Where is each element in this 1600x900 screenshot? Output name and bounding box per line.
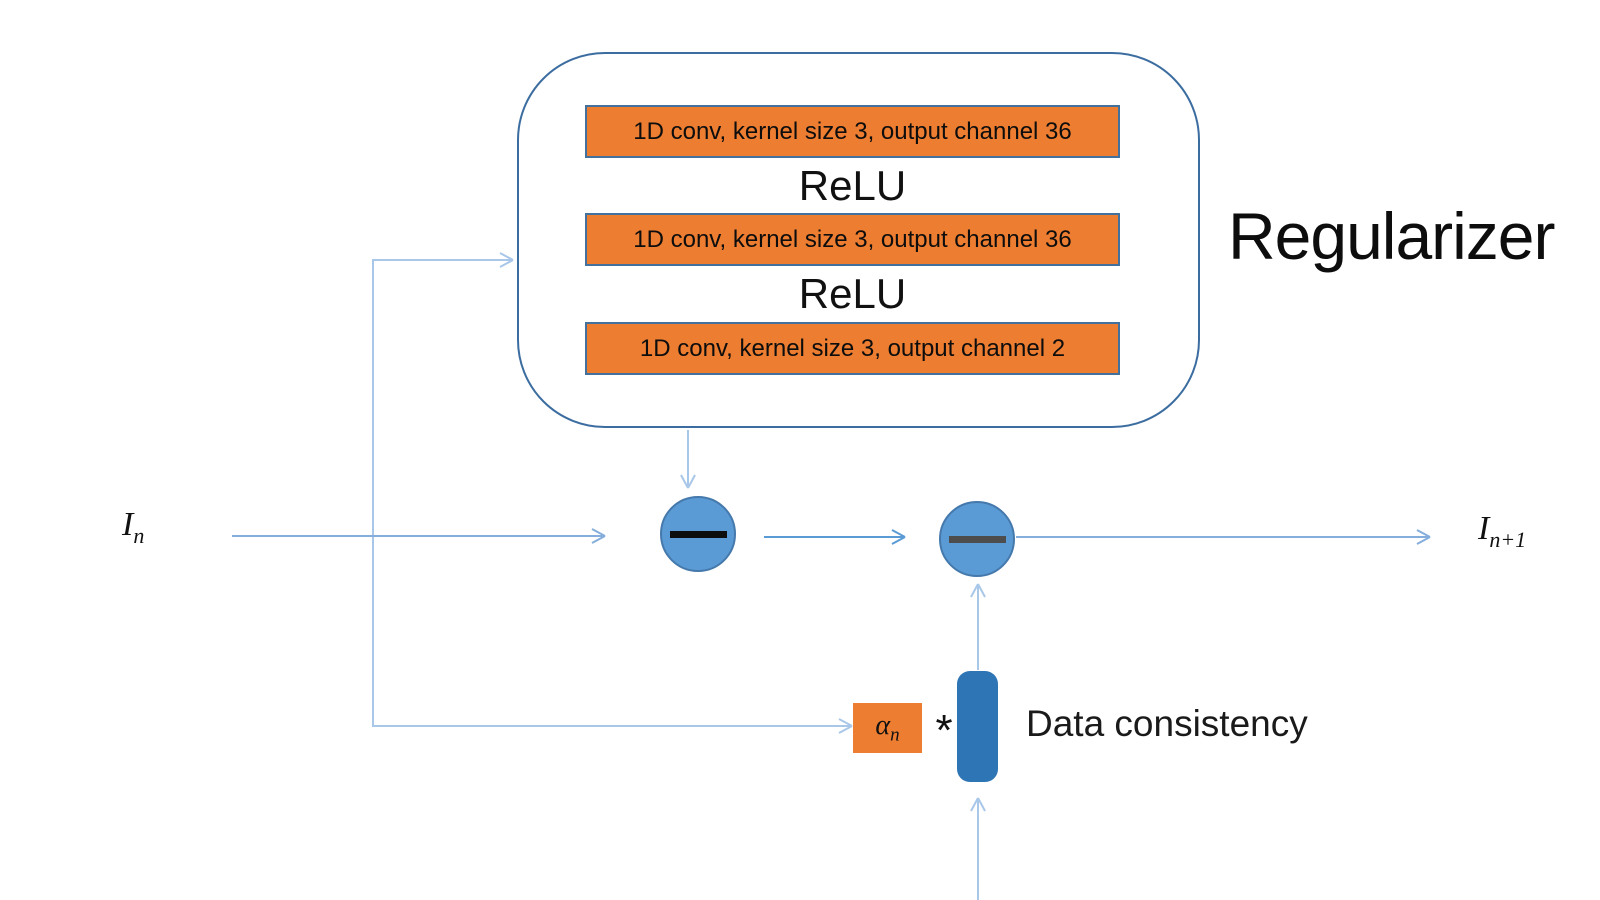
alpha-label-sub: n: [890, 724, 900, 746]
arrowhead-into-alpha: [838, 718, 853, 734]
minus-icon: [948, 535, 1006, 543]
arrowhead-bottom-input: [970, 797, 986, 812]
output-label: In+1: [1478, 510, 1526, 553]
input-label: In: [122, 506, 144, 549]
branch-line-to-alpha: [372, 536, 850, 727]
input-label-base: I: [122, 506, 134, 543]
conv-layer-1: 1D conv, kernel size 3, output channel 3…: [585, 105, 1120, 158]
subtract-node-2: [939, 501, 1015, 577]
alpha-weight-box: αn: [853, 703, 922, 753]
arrowhead-regularizer-output: [680, 474, 696, 489]
branch-line-to-regularizer: [372, 259, 511, 726]
subtract-node-1: [660, 496, 736, 572]
relu-label-2: ReLU: [798, 270, 907, 317]
arrowhead-subtract2: [891, 529, 906, 545]
regularizer-title: Regularizer: [1228, 199, 1555, 273]
data-consistency-label: Data consistency: [1026, 703, 1308, 744]
relu-label-1: ReLU: [798, 162, 907, 209]
conv-layer-2: 1D conv, kernel size 3, output channel 3…: [585, 213, 1120, 266]
minus-icon: [669, 530, 727, 538]
output-label-base: I: [1478, 510, 1490, 547]
input-label-sub: n: [133, 522, 145, 548]
data-consistency-bar: [957, 671, 998, 782]
alpha-label-base: α: [875, 709, 891, 741]
multiply-symbol: *: [935, 706, 953, 755]
output-label-sub: n+1: [1489, 526, 1527, 552]
arrowhead-into-regularizer: [499, 252, 514, 268]
alpha-label: αn: [875, 710, 899, 747]
arrowhead-input: [591, 528, 606, 544]
arrowhead-dc-up: [970, 583, 986, 598]
conv-layer-3: 1D conv, kernel size 3, output channel 2: [585, 322, 1120, 375]
arrowhead-output: [1416, 529, 1431, 545]
